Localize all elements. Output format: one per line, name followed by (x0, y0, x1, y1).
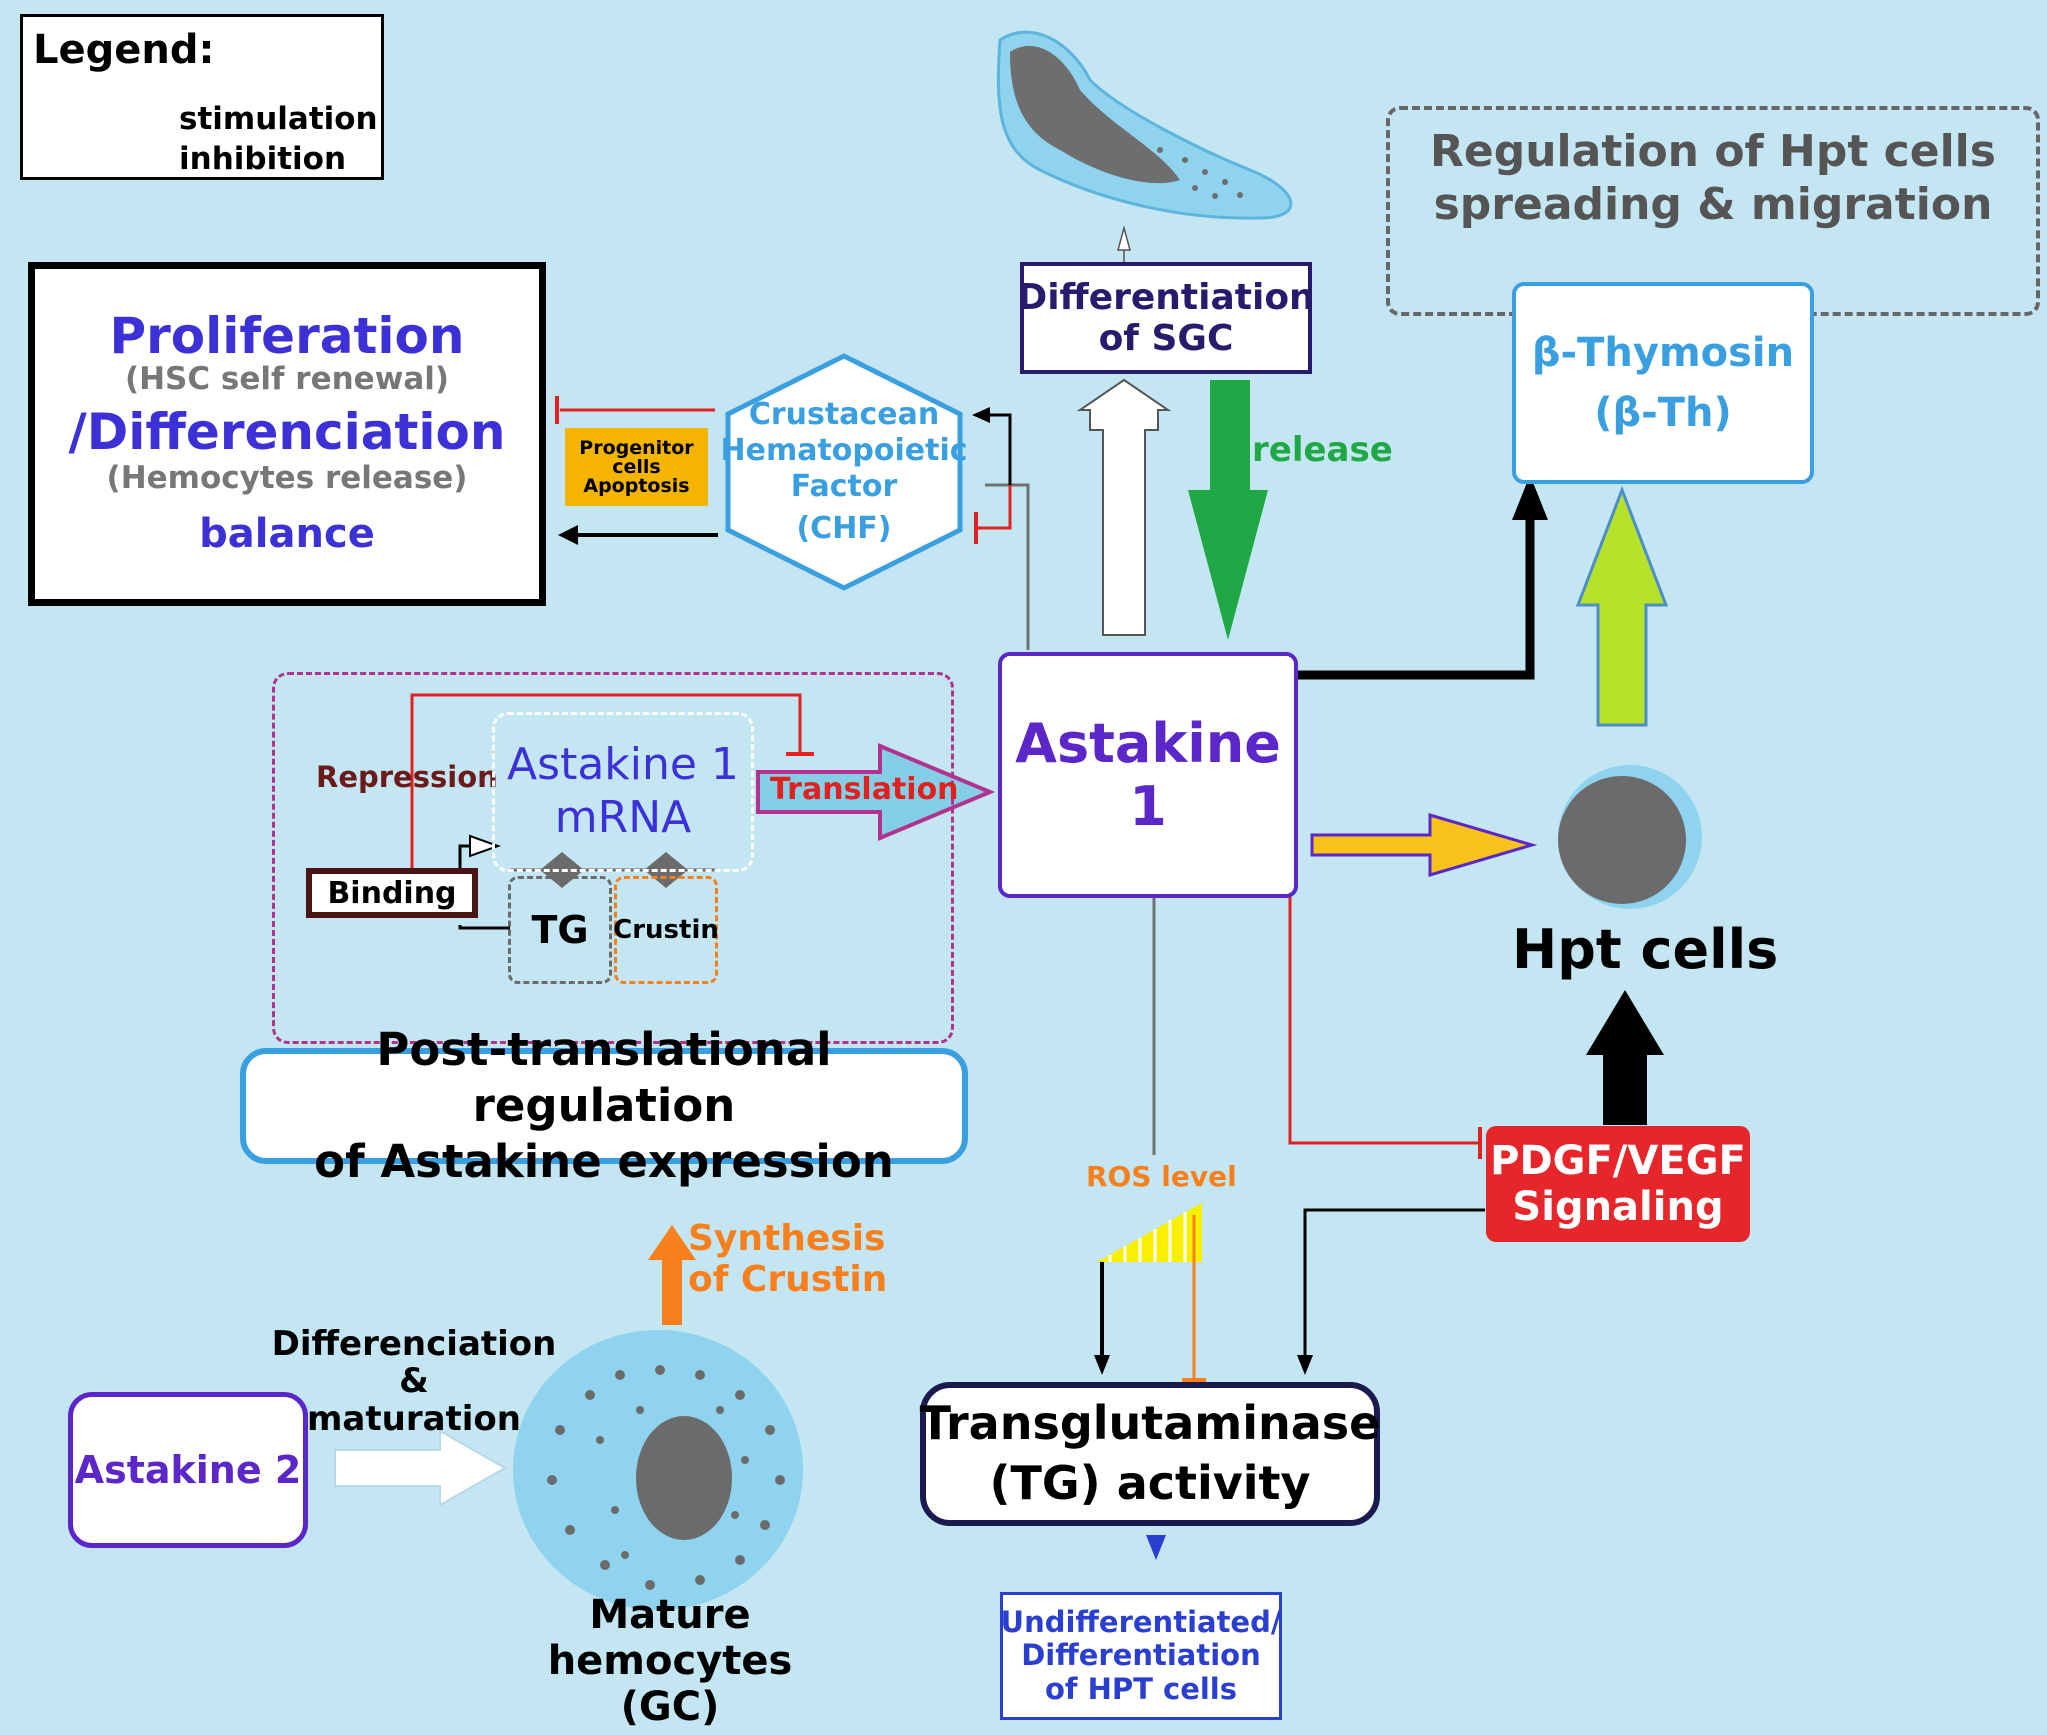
diffmat-line3: maturation (306, 1398, 521, 1439)
proliferation-title: Proliferation (109, 307, 465, 366)
hpt-to-thymosin-arrow (1575, 485, 1669, 727)
chf-hexagon: Crustacean Hematopoietic Factor (CHF) (720, 352, 968, 592)
pdgf-to-hpt-arrow (1586, 990, 1664, 1125)
thymosin-line1: β-Thymosin (1531, 330, 1795, 376)
regulation-line2: spreading & migration (1433, 178, 1993, 230)
transglutaminase-box: Transglutaminase (TG) activity (920, 1382, 1380, 1526)
mature-line2: (GC) (620, 1684, 720, 1730)
differenciation-maturation-label: Differenciation & maturation (262, 1324, 566, 1439)
undiff-line1: Undifferentiated/ (1000, 1604, 1282, 1639)
differenciation-title: /Differenciation (68, 402, 506, 461)
repression-label: Repression (316, 760, 498, 794)
post-translational-line2: of Astakine expression (314, 1135, 894, 1189)
tg-label: TG (531, 908, 589, 952)
mature-line1: Mature hemocytes (547, 1592, 793, 1684)
mature-hemocyte-shape (513, 1330, 803, 1610)
synthesis-arrow (648, 1225, 696, 1325)
sgc-cell-shape (996, 30, 1293, 220)
legend-inhibition-label: inhibition (179, 141, 347, 177)
chf-line3: Factor (790, 469, 898, 504)
progenitor-line2: cells (612, 455, 661, 478)
sgc-line1: Differentiation (1017, 276, 1315, 318)
release-arrow (1188, 380, 1268, 640)
diffmat-line2: & (399, 1361, 429, 1402)
diffmat-line1: Differenciation (271, 1324, 557, 1364)
proliferation-subtitle: (HSC self renewal) (124, 361, 450, 398)
tg-activity-line1: Transglutaminase (919, 1396, 1381, 1451)
proliferation-balance-box: Proliferation (HSC self renewal) /Differ… (28, 262, 546, 606)
undiff-line2: Differentiation (1021, 1638, 1261, 1673)
crustin-box: Crustin (613, 876, 719, 984)
sgc-line2: of SGC (1098, 318, 1234, 359)
differenciation-subtitle: (Hemocytes release) (106, 459, 468, 496)
synthesis-crustin-label: Synthesis of Crustin (688, 1218, 887, 1301)
progenitor-line1: Progenitor (579, 436, 694, 459)
chf-line4: (CHF) (796, 511, 892, 546)
astakine-to-hpt-arrow (1310, 812, 1538, 878)
chf-line1: Crustacean (748, 397, 940, 432)
sgc-up-arrow-small (1117, 225, 1131, 262)
pdgf-vegf-box: PDGF/VEGF Signaling (1486, 1126, 1750, 1242)
balance-label: balance (199, 510, 375, 557)
pdgf-line2: Signaling (1512, 1184, 1724, 1230)
ros-level-label: ROS level (1086, 1160, 1237, 1193)
undiff-line3: of HPT cells (1044, 1671, 1238, 1706)
mrna-box: Astakine 1 mRNA (492, 712, 754, 872)
translation-arrow (756, 742, 996, 842)
mrna-line1: Astakine 1 (507, 739, 739, 791)
astakine-to-sgc-arrow (1076, 378, 1172, 636)
legend-title: Legend: (33, 27, 215, 73)
mrna-regulation-region (272, 672, 954, 1044)
regulation-box: Regulation of Hpt cells spreading & migr… (1386, 106, 2040, 316)
astakine2-label: Astakine 2 (74, 1448, 302, 1492)
regulation-line1: Regulation of Hpt cells (1430, 126, 1996, 177)
binding-label: Binding (327, 875, 457, 911)
mrna-line2: mRNA (554, 792, 692, 843)
beta-thymosin-box: β-Thymosin (β-Th) (1512, 282, 1814, 484)
astakine1-box: Astakine 1 (998, 652, 1298, 898)
chf-line2: Hematopoietic (720, 433, 968, 468)
astakine-to-thymosin-line (1298, 505, 1535, 680)
astakine1-label: Astakine 1 (1015, 712, 1281, 838)
tg-box: TG (508, 876, 612, 984)
undifferentiated-box: Undifferentiated/ Differentiation of HPT… (1000, 1592, 1282, 1720)
synthesis-line2: of Crustin (688, 1259, 888, 1301)
hpt-cell-shape (1558, 765, 1702, 909)
progenitor-apoptosis-box: Progenitor cells Apoptosis (565, 428, 708, 506)
legend-stimulation-label: stimulation (179, 101, 378, 137)
ros-ramp (1097, 1203, 1202, 1262)
post-translational-banner: Post-translational regulation of Astakin… (240, 1023, 968, 1188)
sgc-differentiation-box: Differentiation of SGC (1017, 262, 1315, 374)
crustin-label: Crustin (613, 915, 719, 945)
pdgf-line1: PDGF/VEGF (1490, 1138, 1746, 1184)
progenitor-line3: Apoptosis (583, 474, 690, 497)
synthesis-line1: Synthesis (688, 1218, 886, 1259)
mature-hemocytes-label: Mature hemocytes (GC) (470, 1592, 870, 1730)
hpt-cells-label: Hpt cells (1512, 918, 1779, 981)
legend-box: Legend: stimulation inhibition (20, 14, 384, 180)
tg-activity-line2: (TG) activity (989, 1456, 1311, 1510)
astakine2-to-hemocyte-arrow (334, 1429, 508, 1507)
thymosin-line2: (β-Th) (1594, 390, 1732, 436)
astakine-to-chf-line (985, 483, 1030, 650)
binding-box: Binding (306, 868, 478, 918)
translation-label: Translation (770, 772, 959, 807)
astakine2-box: Astakine 2 (68, 1392, 308, 1548)
post-translational-line1: Post-translational regulation (376, 1022, 832, 1132)
release-label: release (1252, 430, 1393, 470)
